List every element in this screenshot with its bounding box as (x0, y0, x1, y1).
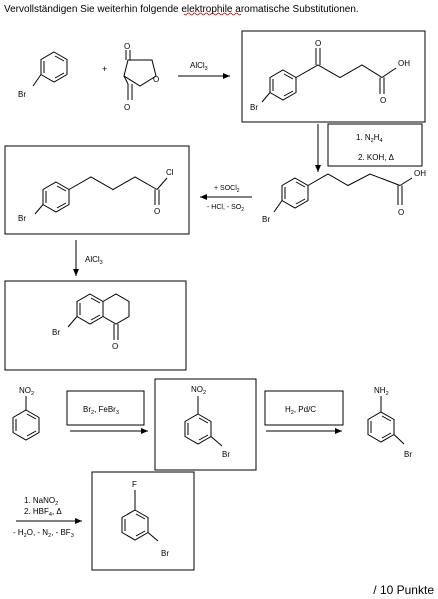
svg-text:O: O (154, 207, 160, 216)
svg-text:Br: Br (404, 450, 412, 459)
keto-acid-structure: Br O OH O (250, 39, 410, 112)
svg-text:NH2: NH2 (374, 386, 389, 397)
reagent-box-reduction (264, 390, 344, 426)
reagent-hbf4: 2. HBF4, Δ (24, 507, 62, 518)
nitrobenzene-structure: NO2 (12, 386, 40, 441)
svg-text:Br: Br (250, 103, 258, 112)
svg-text:Br: Br (262, 215, 270, 224)
bromofluorobenzene-structure: F Br (121, 480, 169, 558)
answer-box-5 (91, 471, 195, 571)
misspelled-word: elektrophile (181, 4, 233, 15)
svg-text:O: O (380, 96, 386, 105)
instruction-text: Vervollständigen Sie weiterhin folgende … (4, 4, 359, 15)
svg-text:Br: Br (52, 328, 60, 337)
reagent-nano2: 1. NaNO2 (24, 496, 58, 507)
svg-text:Br: Br (222, 450, 230, 459)
answer-box-1 (241, 30, 426, 123)
svg-text:OH: OH (414, 169, 426, 178)
succinic-anhydride-structure: O O O (123, 42, 159, 112)
svg-text:OH: OH (398, 59, 410, 68)
answer-box-3 (4, 280, 187, 371)
reagent-h2-pdc: H2, Pd/C (285, 405, 316, 416)
reagent-alcl3-2: AlCl3 (85, 255, 103, 266)
atom-label-o-ring: O (153, 75, 159, 84)
svg-text:Br: Br (18, 214, 26, 223)
svg-text:O: O (112, 342, 118, 351)
reagent-n2h4: 1. N2H4 (356, 133, 383, 144)
answer-box-4 (154, 378, 257, 471)
reagent-alcl3-1: AlCl3 (190, 61, 208, 72)
score-label: / 10 Punkte (373, 583, 434, 597)
reagent-socl2: + SOCl2 (214, 185, 240, 194)
svg-text:Br: Br (161, 549, 169, 558)
byproducts-hcl-so2: - HCl, - SO2 (207, 204, 244, 213)
svg-text:NO2: NO2 (19, 386, 34, 397)
byproducts-h2o-n2-bf3: - H2O, - N2, - BF3 (13, 528, 74, 539)
svg-text:O: O (398, 208, 404, 217)
bromoaniline-structure: NH2 Br (367, 386, 412, 459)
svg-text:Cl: Cl (166, 168, 174, 177)
tetralone-structure: O Br (52, 293, 130, 351)
atom-label-o-top: O (124, 42, 130, 51)
butanoic-acid-structure: Br OH O (262, 169, 426, 224)
reagent-br2-febr3: Br2, FeBr3 (83, 405, 119, 416)
svg-text:NO2: NO2 (191, 385, 206, 396)
reagent-box-bromination (66, 390, 145, 426)
acid-chloride-structure: Br Cl O (18, 168, 174, 223)
bromonitrobenzene-structure: NO2 Br (184, 385, 230, 459)
svg-text:F: F (132, 480, 137, 489)
spellcheck-underline (183, 12, 242, 16)
answer-box-2 (4, 145, 190, 235)
plus-sign: + (102, 64, 107, 74)
atom-label-o-bottom: O (124, 103, 130, 112)
reagent-koh: 2. KOH, Δ (358, 153, 395, 162)
bromobenzene-structure: Br (18, 51, 68, 99)
reagent-box-step2 (327, 123, 423, 167)
svg-text:O: O (315, 39, 321, 48)
atom-label-br: Br (18, 90, 26, 99)
